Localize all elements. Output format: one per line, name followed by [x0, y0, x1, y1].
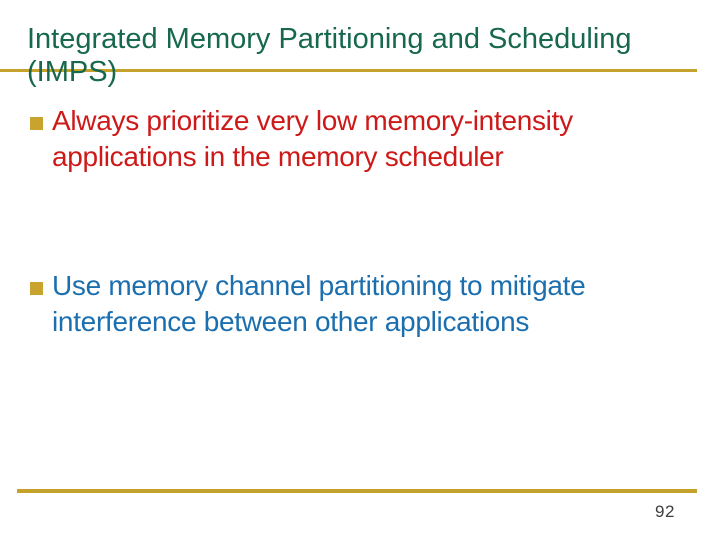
title-underline-rule	[0, 69, 697, 72]
footer-rule	[17, 489, 697, 493]
bullet-item-2: Use memory channel partitioning to mitig…	[30, 268, 664, 340]
bullet-item-1: Always prioritize very low memory-intens…	[30, 103, 664, 175]
page-title: Integrated Memory Partitioning and Sched…	[27, 23, 687, 89]
page-title-line-1: Integrated Memory Partitioning and Sched…	[27, 23, 632, 55]
page-title-line-2: (IMPS)	[27, 56, 118, 88]
bullet-text-1: Always prioritize very low memory-intens…	[52, 105, 573, 172]
square-bullet-icon	[30, 282, 43, 295]
square-bullet-icon	[30, 117, 43, 130]
bullet-text-2: Use memory channel partitioning to mitig…	[52, 270, 586, 337]
page-number: 92	[655, 502, 675, 521]
